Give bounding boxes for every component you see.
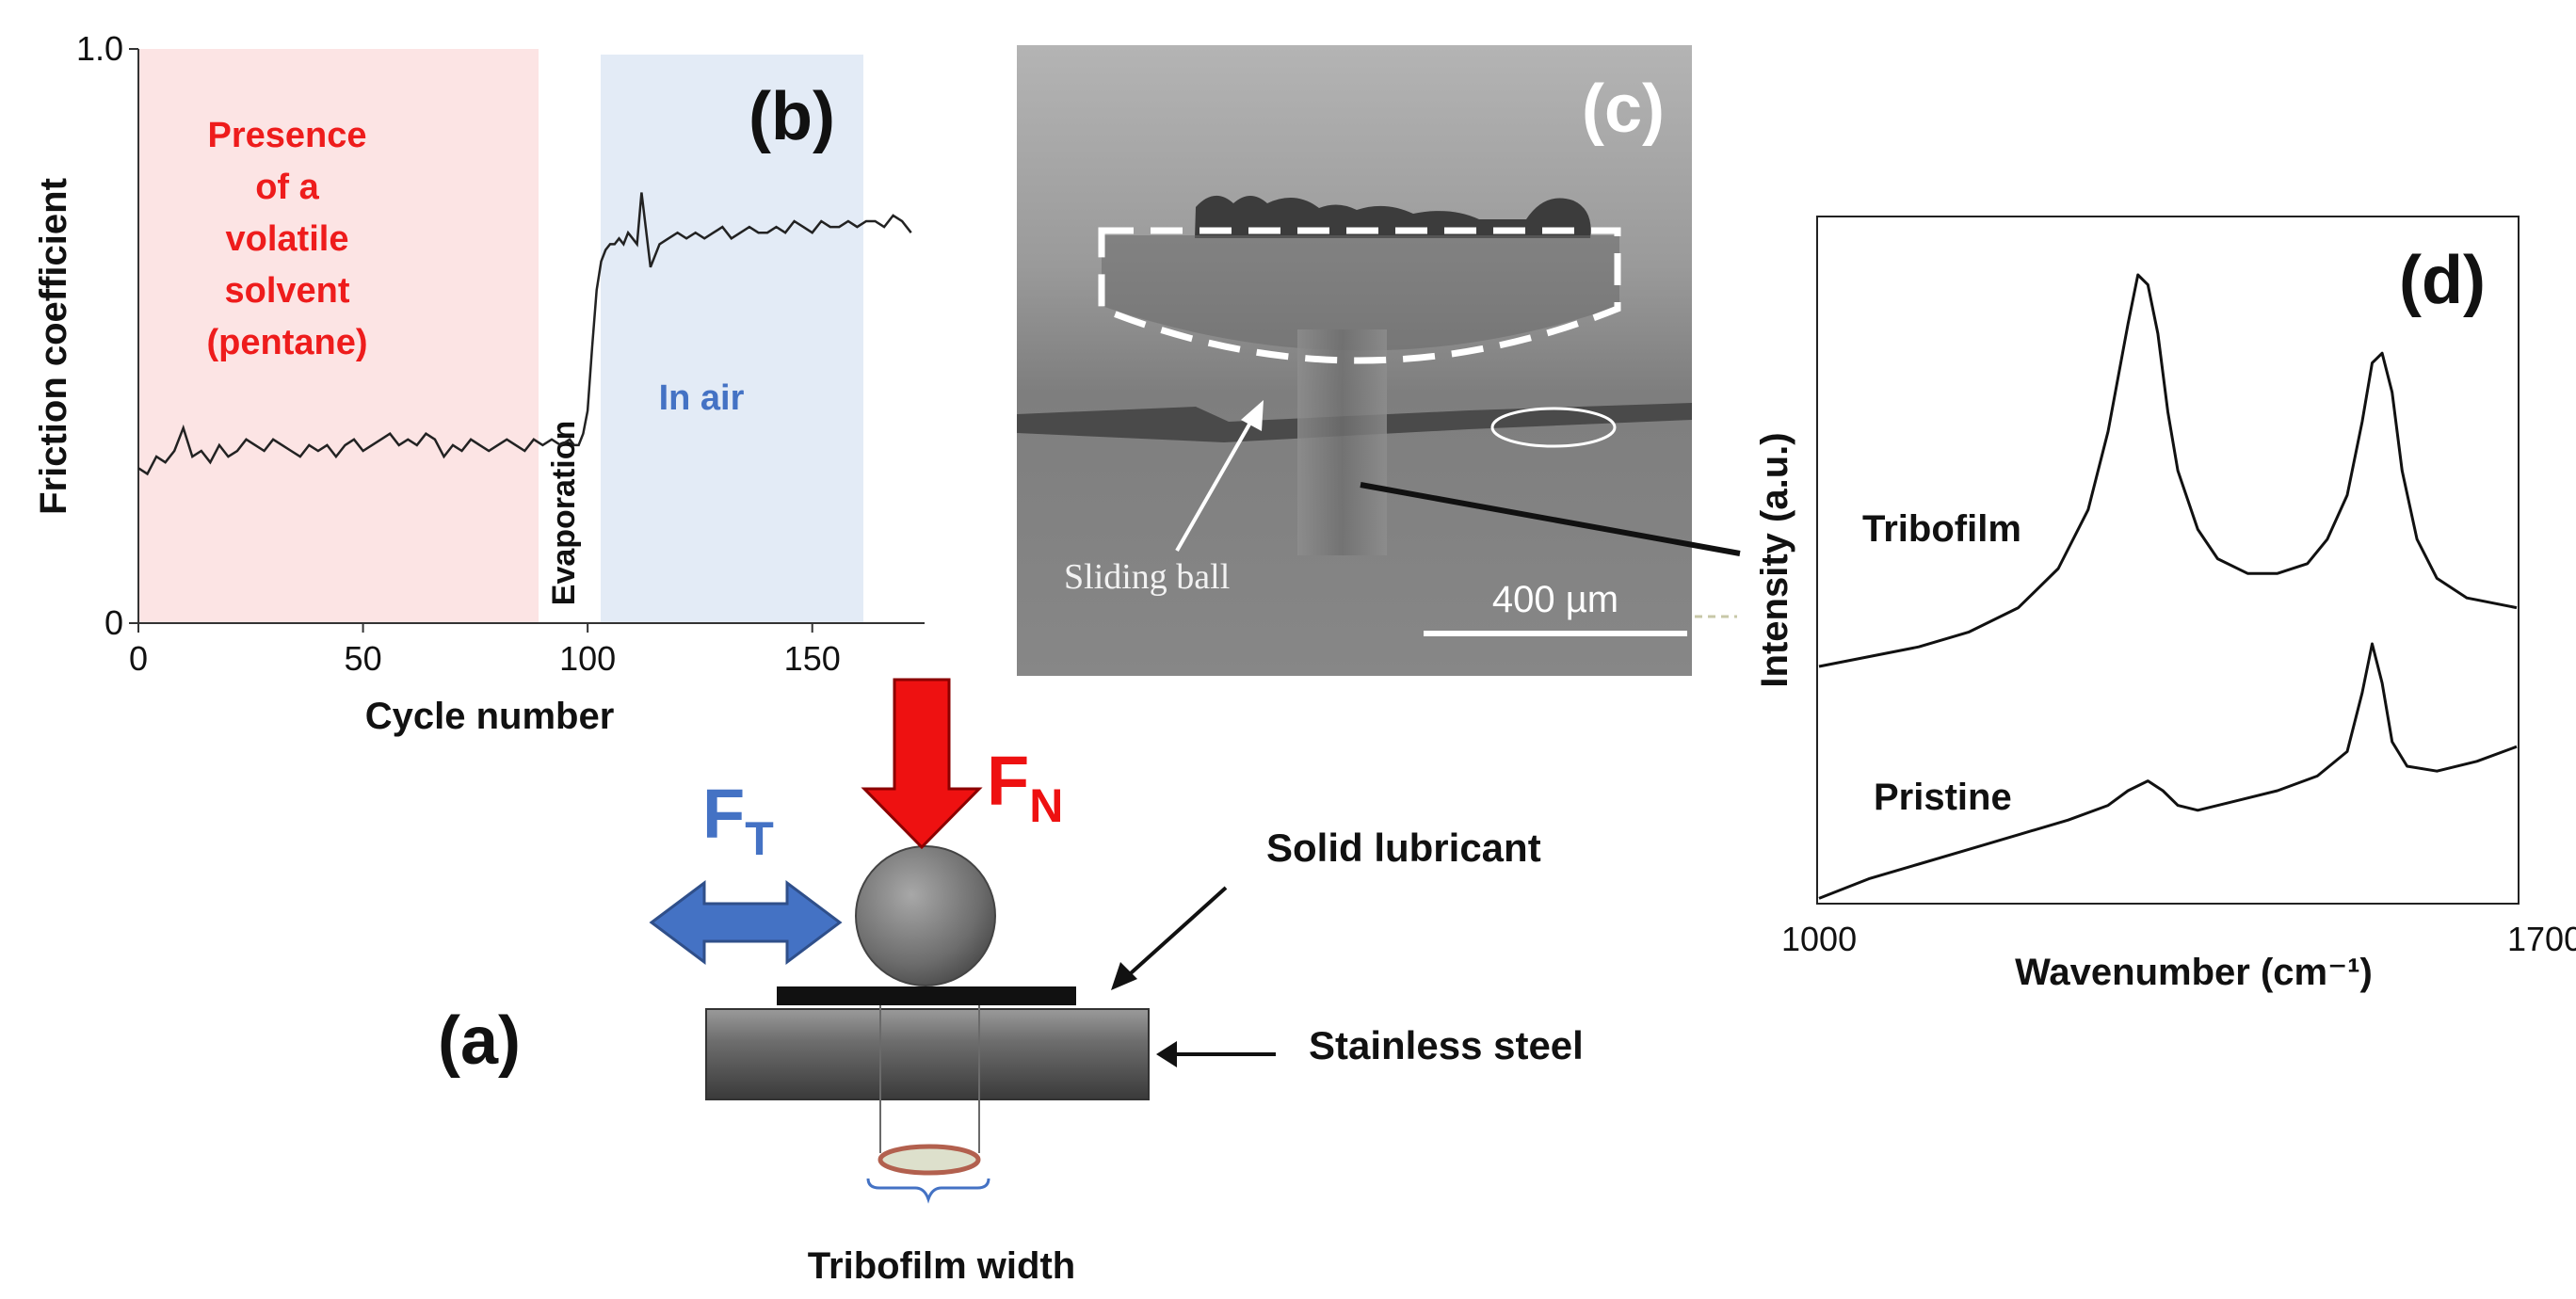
- spectrum-plot-frame: [1816, 216, 2520, 905]
- panel-d-label: (d): [2399, 243, 2486, 318]
- wavenumber-tick-label: 1000: [1781, 920, 1857, 958]
- stainless-steel-label: Stainless steel: [1309, 1023, 1584, 1067]
- normal-force-label: FN: [987, 742, 1063, 832]
- intensity-y-axis-label: Intensity (a.u.): [1754, 432, 1795, 687]
- friction-x-tick-label: 150: [784, 639, 841, 678]
- sem-cross-section: [1102, 235, 1619, 351]
- solvent-label-line: solvent: [224, 271, 349, 311]
- spectrum-link-line: [1360, 482, 1741, 556]
- tangential-force-label: FT: [702, 775, 774, 865]
- wavenumber-x-axis-label: Wavenumber (cm⁻¹): [2015, 952, 2373, 993]
- tangential-force-subscript: T: [745, 812, 774, 865]
- scale-bar-label: 400 µm: [1492, 579, 1618, 620]
- panel-c-label: (c): [1582, 72, 1665, 147]
- wavenumber-tick-label: 1700: [2507, 920, 2576, 958]
- panel-b-label: (b): [749, 79, 835, 154]
- panel-c: Sliding ball 400 µm (c): [1017, 45, 1741, 676]
- sem-wear-track: [1297, 329, 1387, 555]
- solvent-label-line: Presence: [207, 116, 366, 155]
- solvent-label-line: (pentane): [207, 323, 368, 362]
- friction-x-axis-label: Cycle number: [365, 696, 615, 737]
- tribofilm-width-label: Tribofilm width: [808, 1245, 1075, 1287]
- solvent-label-line: of a: [255, 168, 319, 207]
- friction-chart: 0 50 100 150 0 1.0: [76, 29, 925, 678]
- tribofilm-footprint: [877, 1144, 981, 1176]
- sliding-ball-pointer: [1175, 415, 1256, 552]
- spectrum-pristine: [1818, 642, 2518, 900]
- solid-lubricant-label: Solid lubricant: [1266, 826, 1541, 870]
- sliding-ball-pointer-head: [1241, 400, 1264, 431]
- friction-y-tick-label: 1.0: [76, 29, 123, 68]
- friction-y-tick-label: 0: [105, 603, 123, 642]
- stainless-steel-pointer-head: [1156, 1041, 1177, 1067]
- raman-chart: 1000 1700: [1781, 273, 2576, 958]
- panel-a-label: (a): [438, 1003, 521, 1079]
- tribofilm-width-brace: [866, 1178, 990, 1204]
- friction-x-tick-label: 50: [345, 639, 382, 678]
- tribofilm-outline: [1098, 227, 1621, 364]
- region-air: [601, 55, 863, 623]
- sem-debris: [1195, 195, 1591, 238]
- panel-b: Presence of a volatile solvent (pentane)…: [33, 29, 925, 737]
- solid-lubricant-pointer: [1120, 886, 1228, 983]
- highlight-ellipse: [1490, 407, 1617, 448]
- spectrum-tribofilm: [1818, 273, 2518, 668]
- sliding-ball: [855, 845, 996, 986]
- normal-force-subscript: N: [1029, 779, 1063, 832]
- region-solvent-label: Presence of a volatile solvent (pentane): [207, 116, 368, 362]
- region-air-label: In air: [659, 378, 745, 418]
- solid-lubricant-film: [777, 986, 1076, 1005]
- stainless-steel-block: [705, 1008, 1150, 1100]
- friction-y-axis-label: Friction coefficient: [33, 178, 74, 515]
- tangential-force-arrow: [649, 880, 843, 965]
- solid-lubricant-pointer-head: [1111, 962, 1137, 990]
- friction-x-tick-label: 0: [129, 639, 148, 678]
- tribofilm-series-label: Tribofilm: [1862, 508, 2021, 550]
- tangential-force-symbol: F: [702, 775, 745, 853]
- panel-a: (a) Tribofilm width FN FT Solid lubrican…: [438, 678, 1584, 1287]
- normal-force-arrow: [861, 678, 983, 850]
- panel-d: 1000 1700 (d) Tribofilm Pristine Intensit…: [1754, 216, 2576, 993]
- pristine-series-label: Pristine: [1874, 777, 2012, 818]
- region-solvent: [138, 49, 539, 623]
- friction-x-tick-label: 100: [559, 639, 616, 678]
- solvent-label-line: volatile: [226, 219, 349, 259]
- scale-bar: [1424, 631, 1687, 636]
- evaporation-label: Evaporation: [546, 421, 582, 605]
- friction-trace: [137, 192, 912, 476]
- normal-force-symbol: F: [987, 742, 1029, 820]
- sliding-ball-label: Sliding ball: [1064, 557, 1230, 597]
